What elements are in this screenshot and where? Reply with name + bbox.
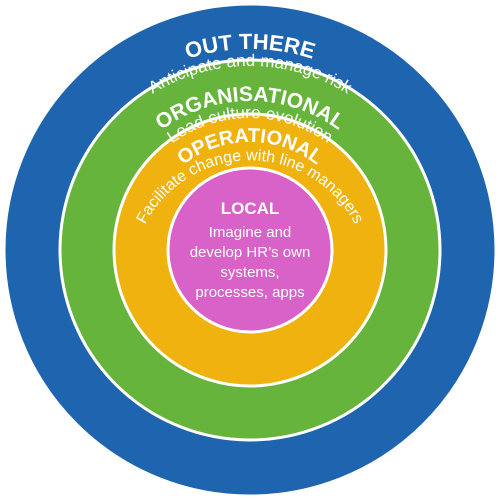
center-line-3: systems, — [220, 264, 279, 281]
ring-local — [166, 166, 334, 334]
center-line-4: processes, apps — [195, 284, 304, 301]
center-line-1: Imagine and — [209, 224, 292, 241]
center-title: LOCAL — [221, 199, 280, 218]
center-line-2: develop HR’s own — [190, 244, 311, 261]
